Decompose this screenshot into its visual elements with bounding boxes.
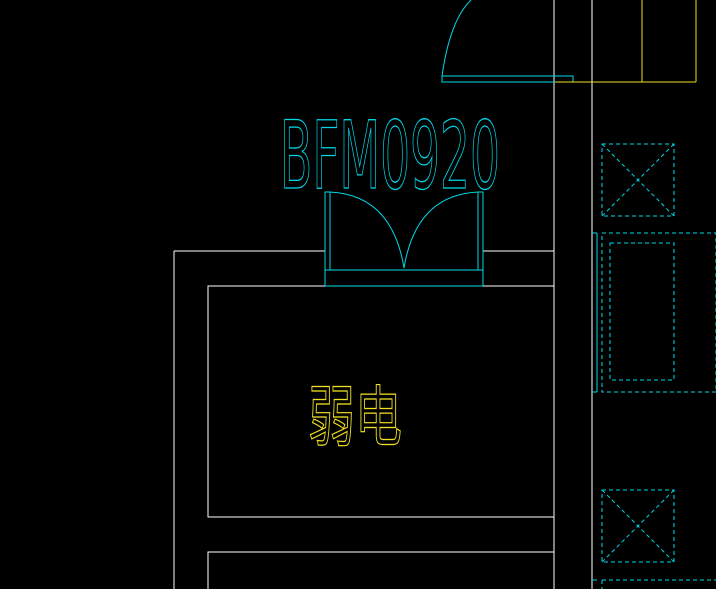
wall-ticks xyxy=(592,232,598,581)
shaft-boxes xyxy=(601,143,716,589)
wall-lines xyxy=(173,0,593,589)
fire-door-double-leaf xyxy=(324,191,484,287)
door-tag-label: BFM0920 xyxy=(280,102,500,211)
room-name-label: 弱电 xyxy=(308,379,402,456)
annotation-lines xyxy=(555,0,697,83)
upper-door-swing xyxy=(441,0,574,83)
